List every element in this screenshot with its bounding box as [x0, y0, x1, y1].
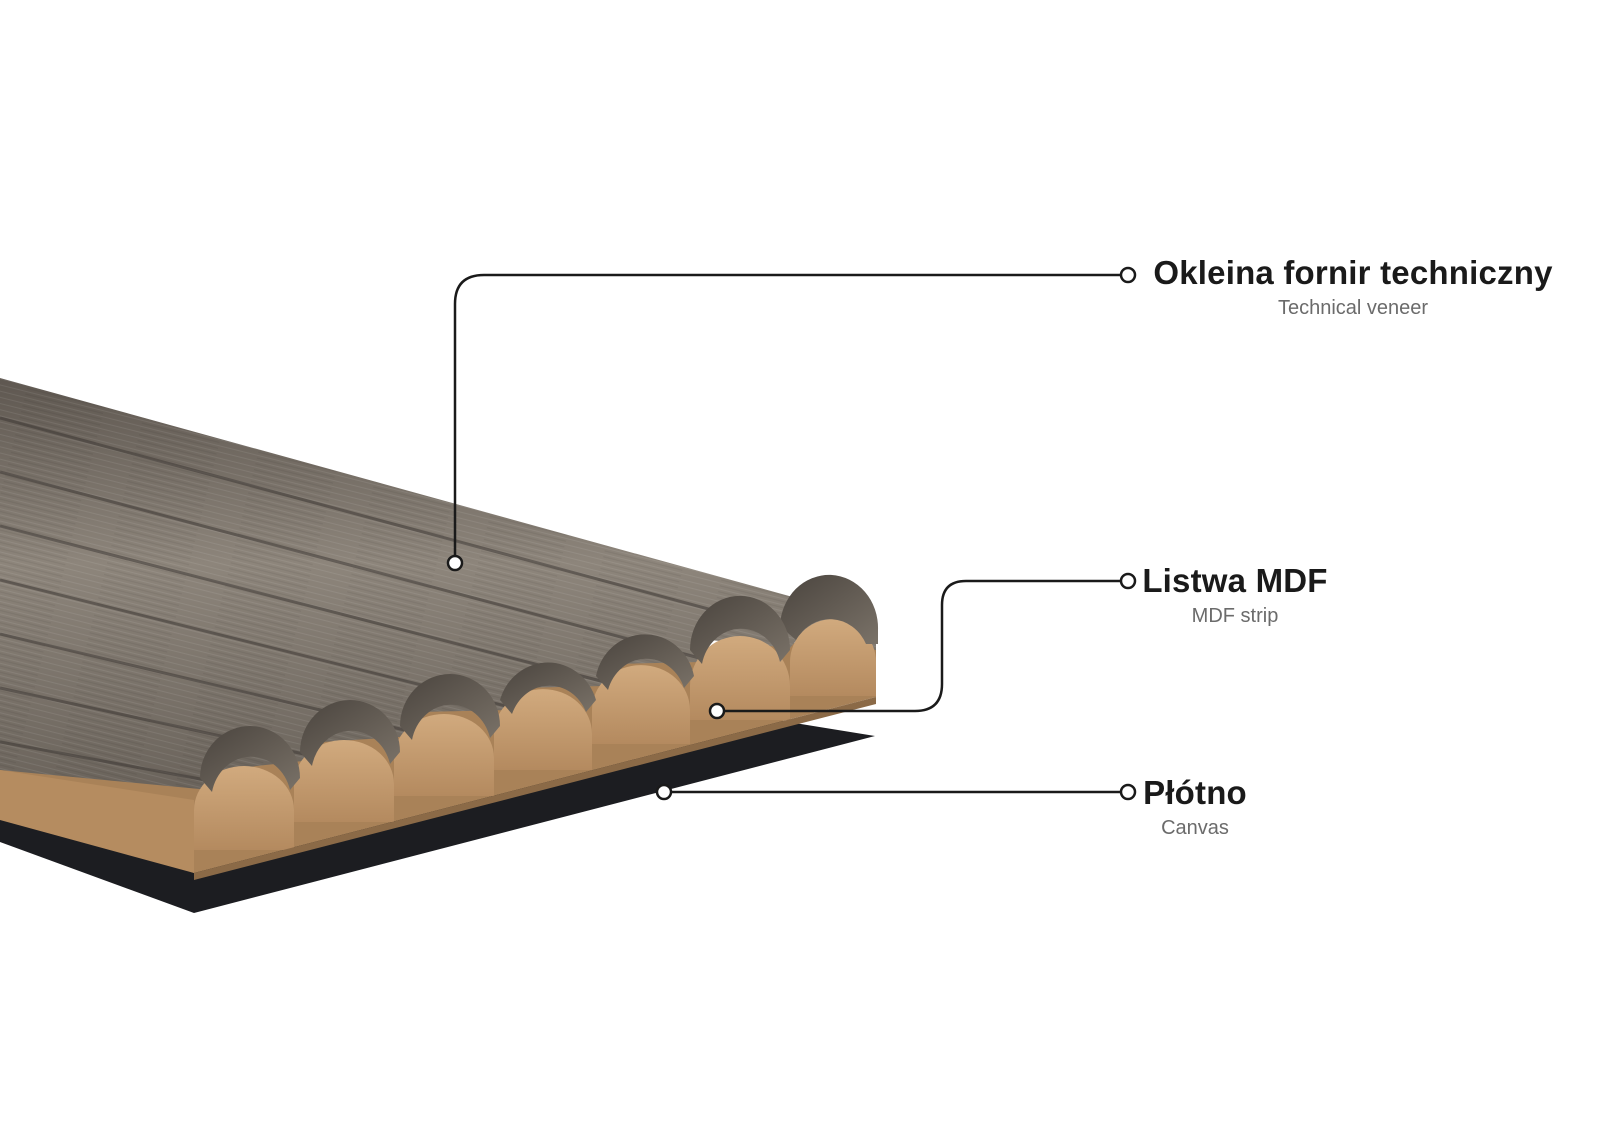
anchor-dot-veneer — [446, 554, 464, 572]
veneer-surface — [0, 378, 876, 790]
callout-veneer: Okleina fornir techniczny Technical vene… — [1148, 254, 1558, 320]
callout-mdf: Listwa MDF MDF strip — [1140, 562, 1330, 628]
callout-title: Płótno — [1143, 774, 1247, 811]
end-dot-canvas — [1119, 783, 1137, 801]
callout-title: Okleina fornir techniczny — [1153, 254, 1553, 291]
leader-line-veneer — [453, 273, 1128, 563]
end-dot-mdf — [1119, 572, 1137, 590]
callout-subtitle: Canvas — [1161, 817, 1229, 839]
callout-canvas: Płótno Canvas — [1140, 774, 1250, 840]
callout-subtitle: MDF strip — [1191, 605, 1279, 627]
callout-subtitle: Technical veneer — [1277, 297, 1429, 319]
veneer-shell-ends — [200, 574, 879, 792]
anchor-dot-canvas — [655, 783, 673, 801]
leader-line-mdf — [717, 579, 1128, 713]
anchor-dot-mdf — [708, 702, 726, 720]
mdf-strip-ends — [0, 619, 876, 880]
callout-title: Listwa MDF — [1142, 562, 1328, 599]
end-dot-veneer — [1119, 266, 1137, 284]
